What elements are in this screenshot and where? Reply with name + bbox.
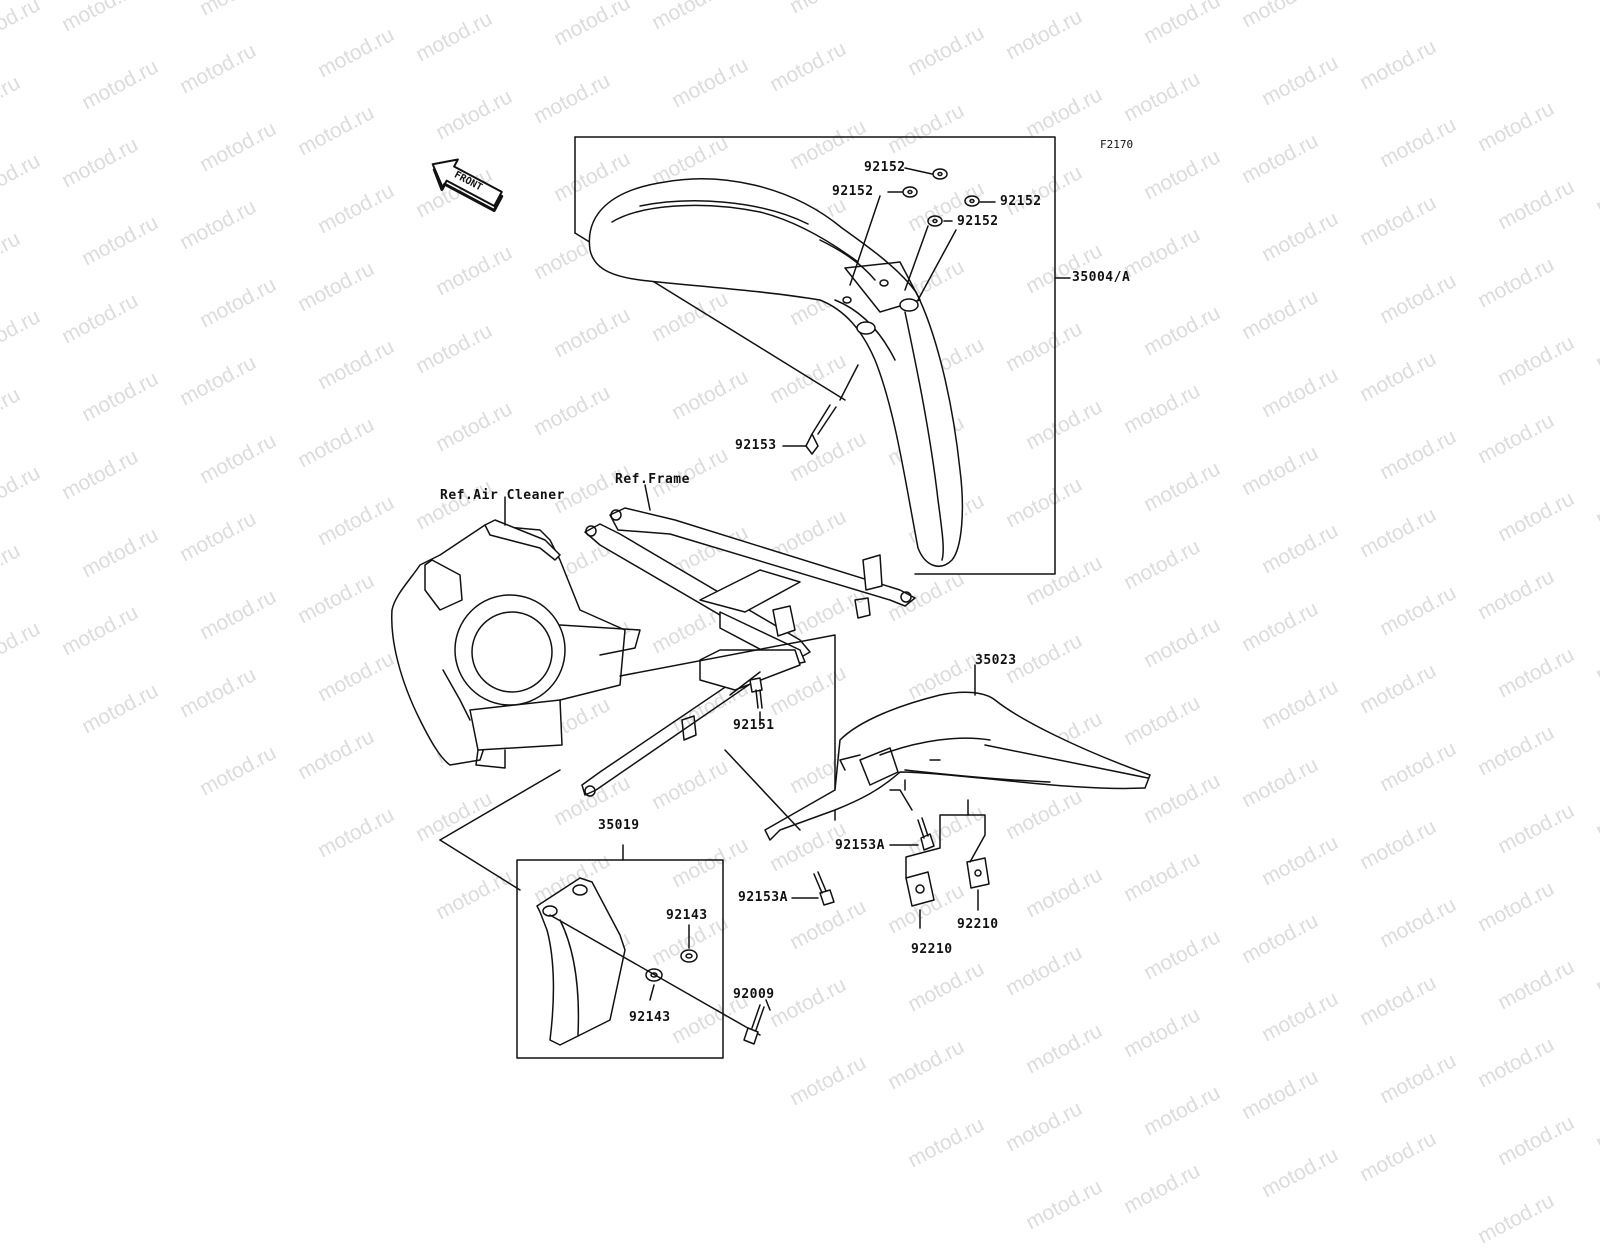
washer-92152-b-icon — [902, 186, 918, 198]
air-cleaner-drawing — [391, 519, 641, 769]
part-92009-label: 92009 — [733, 987, 775, 1002]
ref-air-cleaner-label: Ref.Air Cleaner — [440, 488, 565, 503]
part-92153-label: 92153 — [735, 438, 777, 453]
nut-92210-a-icon — [905, 871, 935, 907]
figure-id: F2170 — [1100, 138, 1134, 151]
part-92143-b-label: 92143 — [629, 1010, 671, 1025]
bolt-92153A-b-icon — [813, 871, 835, 906]
part-92152-d-label: 92152 — [957, 214, 999, 229]
ref-frame-label: Ref.Frame — [615, 472, 690, 487]
part-92152-c-label: 92152 — [1000, 194, 1042, 209]
bolt-92151-icon — [749, 677, 763, 709]
washer-92152-c-icon — [964, 195, 980, 207]
part-92210-a-label: 92210 — [911, 942, 953, 957]
washer-92143-a-icon — [680, 949, 698, 963]
part-92152-b-label: 92152 — [832, 184, 874, 199]
front-fender-drawing — [588, 178, 964, 567]
washer-92143-b-icon — [645, 968, 663, 982]
washer-92152-d-icon — [927, 215, 943, 227]
part-92151-label: 92151 — [733, 718, 775, 733]
diagram-drawing — [391, 136, 1151, 1059]
screw-92009-icon — [743, 1004, 765, 1045]
part-92153A-a-label: 92153A — [835, 838, 885, 853]
nut-92210-b-icon — [966, 857, 990, 889]
part-92210-b-label: 92210 — [957, 917, 999, 932]
front-arrow-icon — [431, 158, 504, 212]
bolt-92153A-a-icon — [917, 817, 935, 851]
part-92143-a-label: 92143 — [666, 908, 708, 923]
washer-92152-a-icon — [932, 168, 948, 180]
part-35023-label: 35023 — [975, 653, 1017, 668]
part-35019-label: 35019 — [598, 818, 640, 833]
mud-guard-drawing — [536, 877, 626, 1046]
bolt-92153-icon — [805, 404, 837, 455]
part-92153A-b-label: 92153A — [738, 890, 788, 905]
subframe-drawing — [581, 507, 916, 797]
part-92152-a-label: 92152 — [864, 160, 906, 175]
mud-guard-box — [516, 859, 724, 1059]
part-35004-label: 35004/A — [1072, 270, 1131, 285]
rear-fender-drawing — [764, 691, 1151, 841]
front-fender-box — [574, 136, 1056, 575]
